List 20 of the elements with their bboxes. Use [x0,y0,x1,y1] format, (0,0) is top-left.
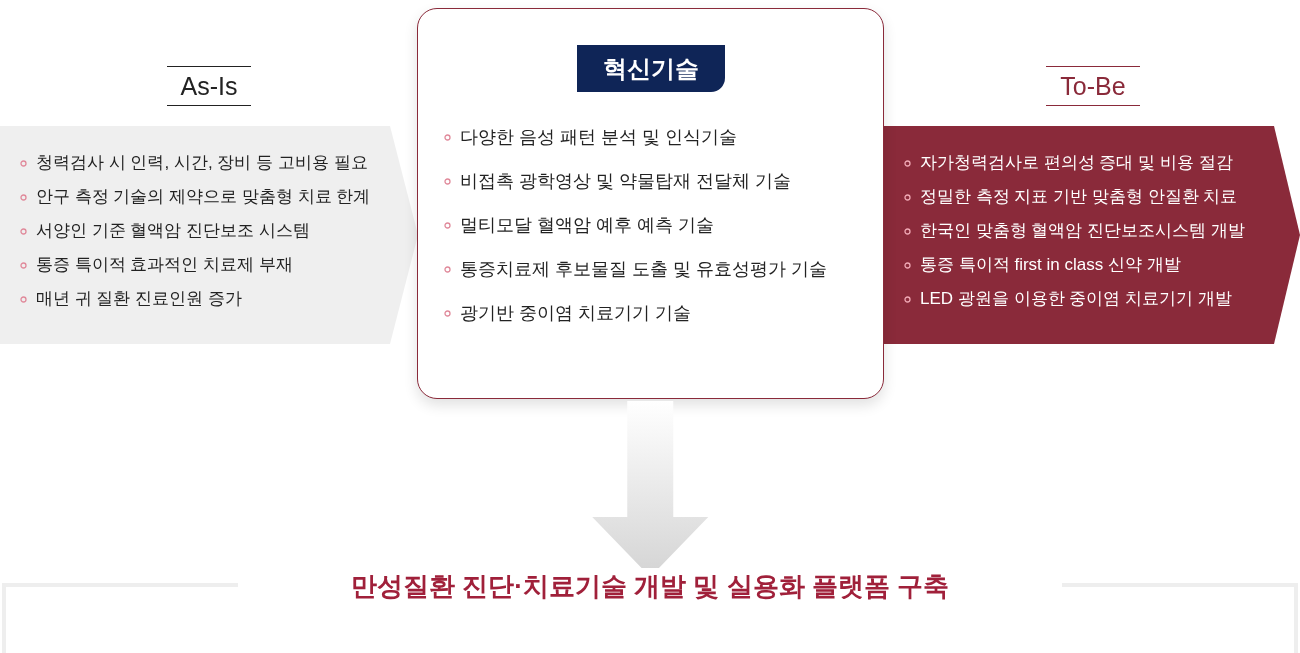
list-item: 매년 귀 질환 진료인원 증가 [36,288,242,310]
list-item: 비접촉 광학영상 및 약물탑재 전달체 기술 [460,170,791,193]
section-heading: To-Be [1046,66,1140,106]
list-item: 다양한 음성 패턴 분석 및 인식기술 [460,126,737,149]
result-title: 만성질환 진단·치료기술 개발 및 실용화 플랫폼 구축 [351,570,949,598]
list-item: 자가청력검사로 편의성 증대 및 비용 절감 [920,152,1233,174]
list-item: 통증 특이적 first in class 신약 개발 [920,254,1181,276]
list-item: 서양인 기준 혈액암 진단보조 시스템 [36,220,310,242]
list-item: 한국인 맞춤형 혈액암 진단보조시스템 개발 [920,220,1245,242]
list-item: 통증치료제 후보물질 도출 및 유효성평가 기술 [460,258,827,281]
list-item: 광기반 중이염 치료기기 기술 [460,302,691,325]
content-card [417,8,884,399]
list-item: 정밀한 측정 지표 기반 맞춤형 안질환 치료 [920,186,1238,208]
section-heading: As-Is [166,66,252,106]
list-item: 안구 측정 기술의 제약으로 맞춤형 치료 한계 [36,186,371,208]
list-item: 통증 특이적 효과적인 치료제 부재 [36,254,293,276]
list-item: 멀티모달 혈액암 예후 예측 기술 [460,214,714,237]
list-item: 청력검사 시 인력, 시간, 장비 등 고비용 필요 [36,152,368,174]
title-badge: 혁신기술 [576,45,725,92]
list-item: LED 광원을 이용한 중이염 치료기기 개발 [920,288,1232,310]
